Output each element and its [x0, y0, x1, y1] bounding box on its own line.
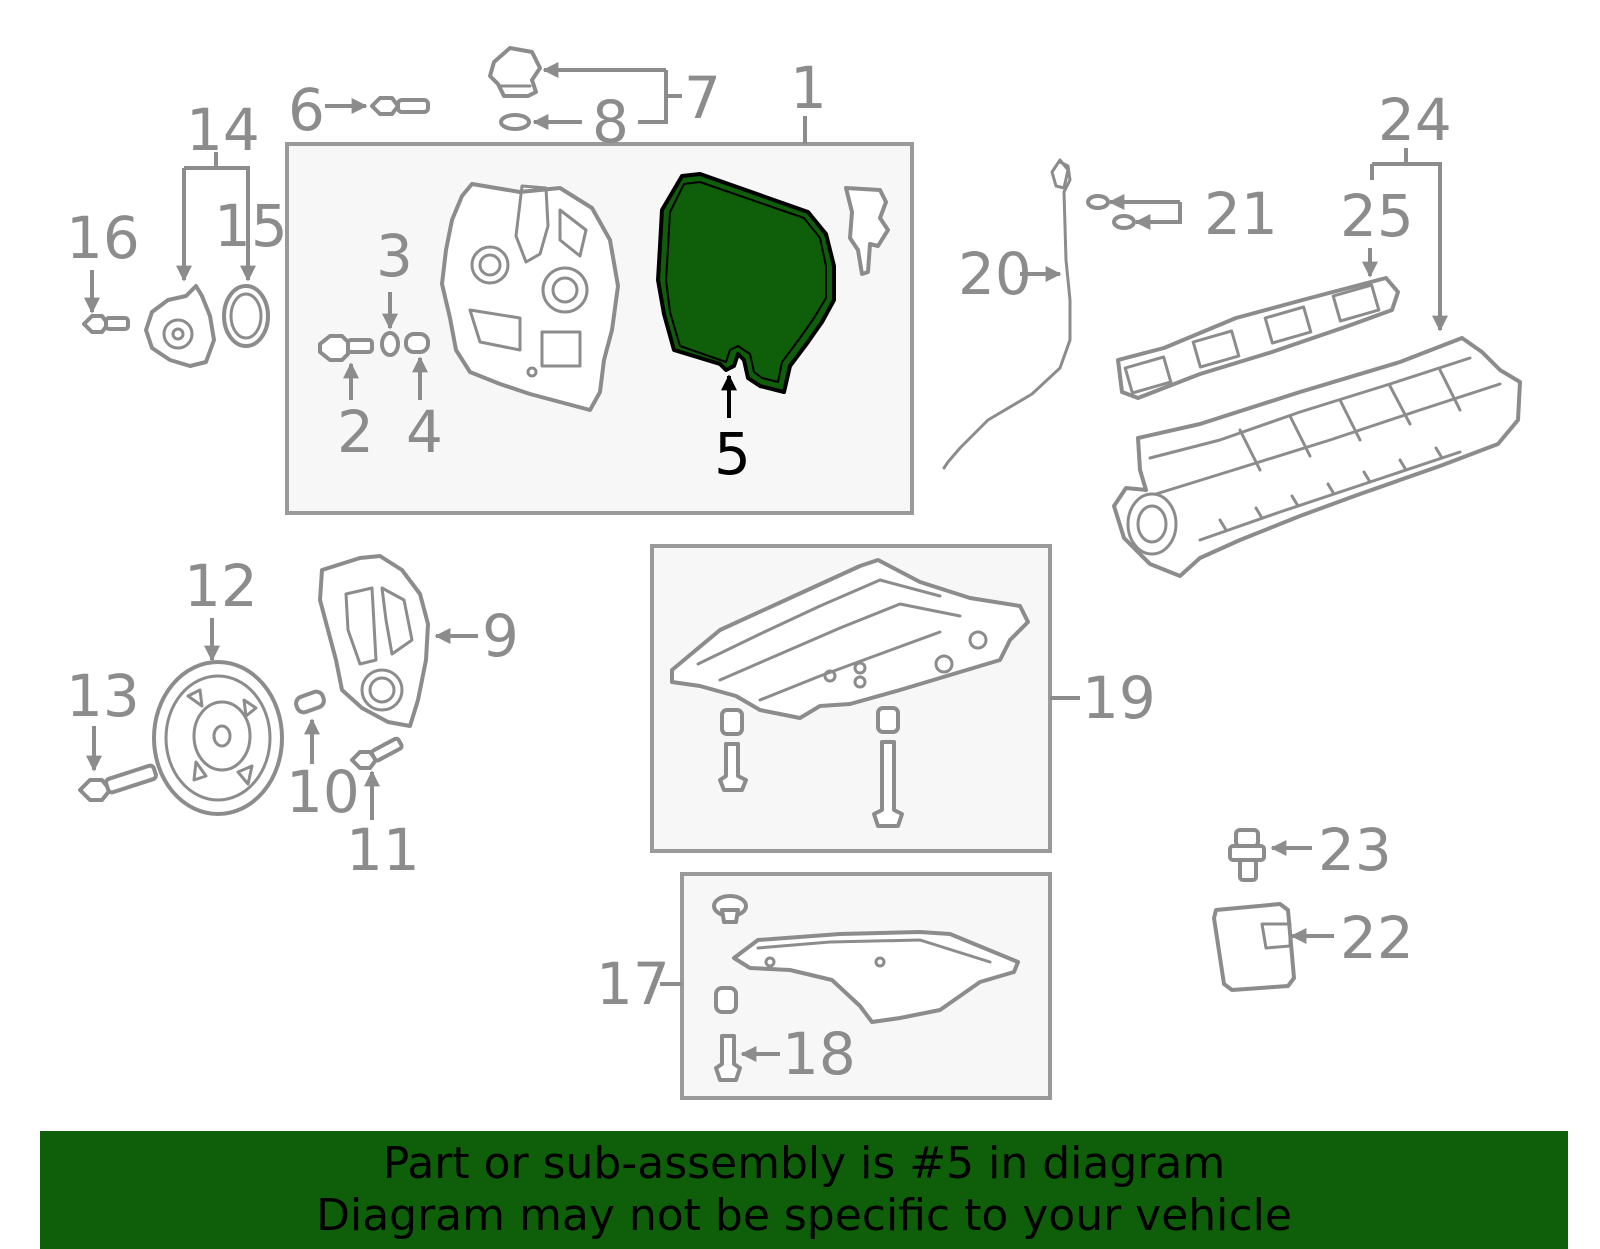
banner-line-part: Part or sub-assembly is #5 in diagram: [382, 1138, 1226, 1189]
part-23-sensor: [1228, 828, 1266, 882]
callout-6: 6: [288, 76, 325, 144]
callout-16: 16: [66, 204, 140, 272]
part-12-pulley: [152, 660, 284, 816]
part-7-oil-cap: [488, 46, 542, 98]
part-1-bracket: [844, 186, 890, 276]
callout-4: 4: [406, 398, 443, 466]
callout-20: 20: [958, 240, 1032, 308]
part-16-bolt: [82, 314, 130, 334]
callout-17: 17: [596, 950, 670, 1018]
callout-14: 14: [186, 96, 260, 164]
callout-23: 23: [1318, 816, 1392, 884]
part-17-drain-plug: [712, 894, 748, 924]
leader-14-bracket: [184, 166, 256, 282]
callout-24: 24: [1378, 86, 1452, 154]
part-13-bolt: [78, 763, 158, 802]
callout-9: 9: [482, 602, 519, 670]
callout-13: 13: [66, 662, 140, 730]
part-19-bolt-long: [872, 706, 904, 828]
callout-2: 2: [337, 398, 374, 466]
part-19-oil-pan-upper: [670, 558, 1030, 720]
leader-7-bracket: [638, 70, 668, 124]
part-5-gasket: [656, 172, 836, 394]
part-19-bolt-short: [718, 708, 748, 792]
part-8-seal: [499, 113, 531, 131]
callout-18: 18: [782, 1020, 856, 1088]
part-17-plug: [714, 986, 738, 1014]
callout-3: 3: [376, 222, 413, 290]
callout-1: 1: [790, 54, 827, 122]
callout-15: 15: [214, 192, 288, 260]
part-9-cover: [318, 554, 430, 728]
banner-line-disclaimer: Diagram may not be specific to your vehi…: [316, 1190, 1292, 1241]
callout-21: 21: [1204, 180, 1278, 248]
part-10-dowel: [294, 689, 326, 715]
part-11-bolt: [350, 736, 404, 770]
part-24-intake-manifold: [1112, 336, 1522, 578]
callout-19: 19: [1082, 664, 1156, 732]
part-22-oil-filter: [1212, 902, 1296, 992]
leader-21-bracket: [1134, 202, 1182, 230]
callout-7: 7: [684, 64, 721, 132]
part-25-gasket: [1116, 276, 1400, 400]
part-4-dowel: [404, 332, 430, 354]
part-6-bolt: [370, 96, 430, 116]
part-2-bolt: [318, 334, 374, 362]
callout-11: 11: [346, 816, 420, 884]
part-15-o-ring: [222, 284, 270, 348]
leader-24: [1372, 162, 1448, 332]
part-18-bolt: [714, 1034, 742, 1082]
part-3-washer: [380, 331, 400, 357]
callout-5: 5: [714, 420, 751, 488]
part-14-pump: [144, 284, 216, 368]
part-21-seal-b: [1112, 214, 1136, 230]
callout-10: 10: [286, 758, 360, 826]
callout-12: 12: [184, 552, 258, 620]
part-17-oil-pan-lower: [732, 930, 1020, 1024]
part-20-dipstick: [942, 158, 1072, 470]
callout-25: 25: [1340, 182, 1414, 250]
part-1-timing-cover: [440, 182, 620, 412]
info-banner: Part or sub-assembly is #5 in diagram Di…: [40, 1131, 1568, 1249]
callout-8: 8: [592, 88, 629, 156]
part-21-seal-a: [1086, 194, 1110, 210]
callout-22: 22: [1340, 904, 1414, 972]
